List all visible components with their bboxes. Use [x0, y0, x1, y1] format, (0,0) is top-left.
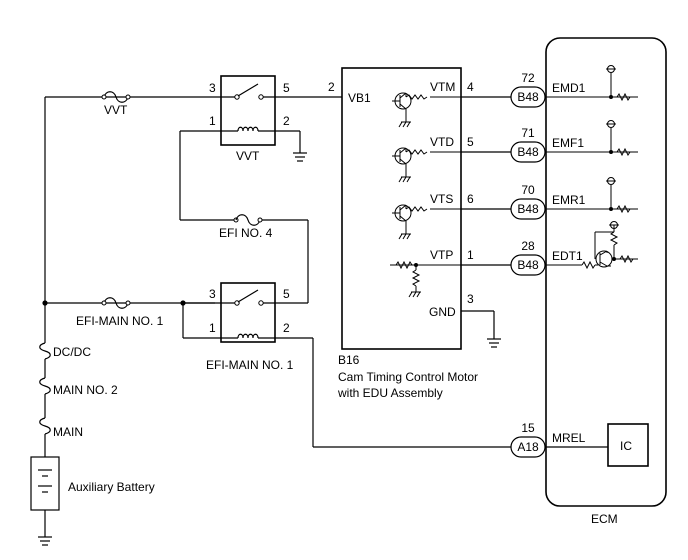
connector-signal: EDT1: [552, 249, 583, 263]
connector-pin: 28: [521, 239, 535, 253]
vtm-transistor: [392, 92, 461, 128]
relay-efi-pin2: 2: [283, 321, 290, 335]
relay-efi-main-no1-label: EFI-MAIN NO. 1: [206, 358, 294, 372]
connector-pin: 70: [521, 183, 535, 197]
terminal-vtd: VTD: [430, 135, 454, 149]
relay-vvt-pin5: 5: [283, 81, 290, 95]
ecm: ECM IC: [545, 37, 667, 526]
terminal-vtm: VTM: [430, 80, 455, 94]
ecm-label: ECM: [591, 512, 618, 526]
auxiliary-battery: Auxiliary Battery: [30, 456, 155, 537]
fuse-dc-dc: DC/DC: [39, 337, 91, 378]
cam-timing-motor: 2 VB1 GND 3 B16 Cam Timing Control Motor…: [328, 67, 501, 400]
fuse-efi-main-no1: EFI-MAIN NO. 1: [76, 297, 164, 328]
connector-pill: [510, 254, 546, 276]
ecm-ic: IC: [620, 439, 632, 453]
relay-efi-pin5: 5: [283, 287, 290, 301]
ground-symbol: [38, 536, 52, 546]
relay-vvt-label: VVT: [236, 149, 260, 163]
vtd-transistor: [392, 147, 461, 183]
motor-terminals: VTM 4 VTD 5 VTS 6 VTP 1: [430, 80, 474, 262]
battery-label: Auxiliary Battery: [68, 480, 155, 494]
motor-gnd: GND: [429, 305, 456, 319]
connector-code: B48: [517, 90, 539, 104]
terminal-vtd-pin: 5: [467, 135, 474, 149]
connector-signal: EMF1: [552, 136, 584, 150]
connector-pin: 15: [521, 421, 535, 435]
ecm-edt1-circuit: [545, 221, 638, 270]
fuse-efi-no4-label: EFI NO. 4: [219, 226, 273, 240]
connectors: B4872EMD1B4871EMF1B4870EMR1B4828EDT1A181…: [510, 71, 586, 458]
fuse-efi-no4: EFI NO. 4: [179, 131, 309, 303]
fuse-main-no2: MAIN NO. 2: [39, 377, 118, 418]
connector-signal: MREL: [552, 431, 586, 445]
vtp-input: [390, 260, 461, 298]
relay-vvt: 3 5 1 2 VVT: [180, 75, 342, 163]
terminal-vtp-pin: 1: [467, 248, 474, 262]
motor-gnd-pin: 3: [467, 292, 474, 306]
motor-name-1: Cam Timing Control Motor: [338, 370, 478, 384]
connector-pill: [510, 141, 546, 163]
relay-efi-pin3: 3: [209, 287, 216, 301]
connector-code: B48: [517, 202, 539, 216]
connector-pill: [510, 436, 546, 458]
connector-code: B48: [517, 258, 539, 272]
ecm-emd1-circuit: [545, 65, 638, 102]
relay-vvt-pin2: 2: [283, 114, 290, 128]
relay-efi-pin1: 1: [209, 321, 216, 335]
terminal-vtm-pin: 4: [467, 80, 474, 94]
fuse-dc-dc-label: DC/DC: [53, 345, 91, 359]
motor-vb1-pin: 2: [328, 80, 335, 94]
fuse-main: MAIN: [39, 417, 83, 457]
fuse-vvt-label: VVT: [104, 103, 128, 117]
fuse-main-label: MAIN: [53, 425, 83, 439]
connector-pin: 72: [521, 71, 535, 85]
fuse-efi-main-no1-label: EFI-MAIN NO. 1: [76, 314, 164, 328]
terminal-vts-pin: 6: [467, 192, 474, 206]
motor-code: B16: [338, 353, 360, 367]
connector-code: A18: [517, 440, 539, 454]
connector-signal: EMR1: [552, 193, 586, 207]
ecm-emr1-circuit: [545, 177, 638, 214]
ecm-emf1-circuit: [545, 120, 638, 157]
signal-wires: [461, 96, 511, 266]
terminal-vtp: VTP: [430, 248, 453, 262]
motor-vb1: VB1: [348, 91, 371, 105]
vts-transistor: [392, 204, 461, 240]
connector-pill: [510, 86, 546, 108]
fuse-main-no2-label: MAIN NO. 2: [53, 383, 118, 397]
relay-vvt-pin3: 3: [209, 81, 216, 95]
connector-code: B48: [517, 145, 539, 159]
motor-name-2: with EDU Assembly: [337, 386, 443, 400]
fuse-vvt: VVT: [101, 91, 131, 117]
relay-vvt-pin1: 1: [209, 114, 216, 128]
connector-pin: 71: [521, 126, 535, 140]
connector-signal: EMD1: [552, 81, 586, 95]
connector-pill: [510, 198, 546, 220]
relay-efi-main-no1: 3 5 1 2 EFI-MAIN NO. 1: [182, 282, 511, 448]
relay-vvt-ground: [293, 131, 307, 162]
terminal-vts: VTS: [430, 192, 453, 206]
